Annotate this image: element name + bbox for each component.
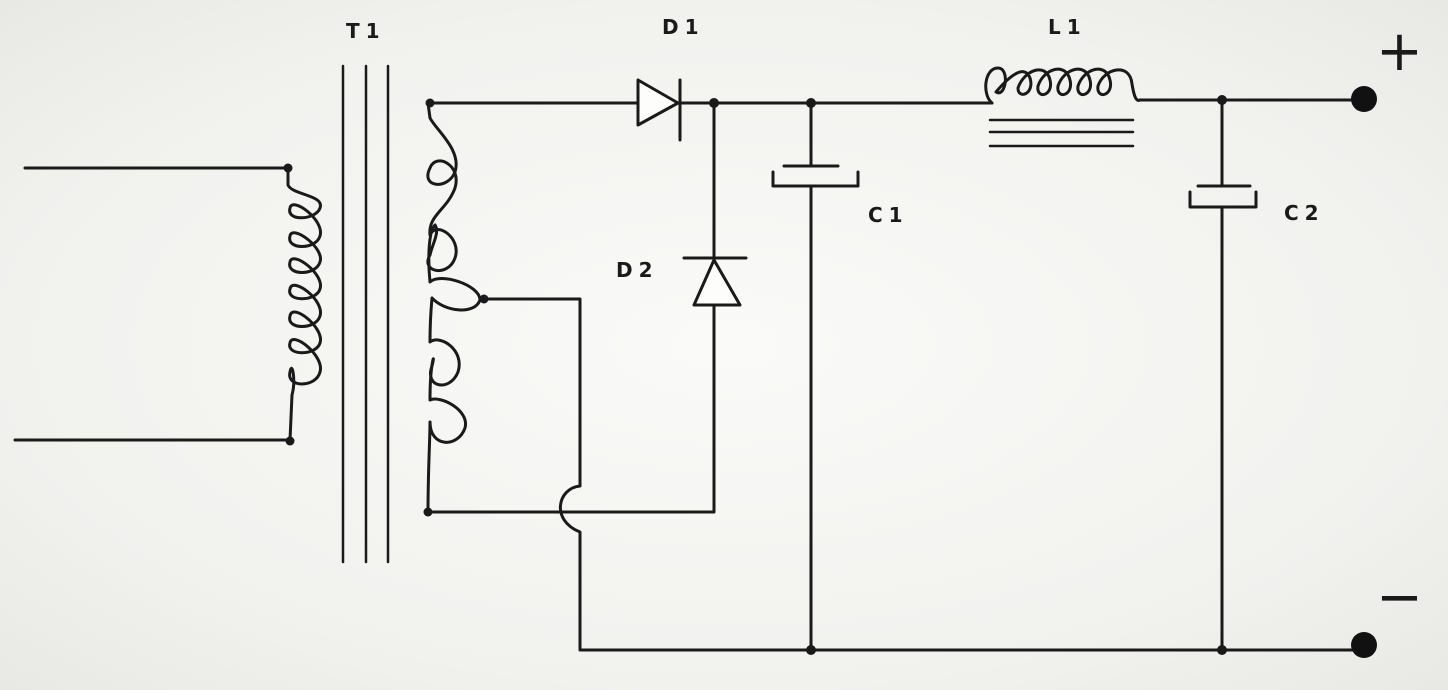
secondary-bottom-wire [426, 303, 716, 514]
diode-d1 [636, 78, 682, 142]
diode-d2 [682, 256, 748, 307]
label-positive: + [1376, 19, 1423, 84]
inductor-l1 [984, 66, 1142, 105]
label-c1: C1 [868, 203, 909, 227]
center-tap-wire [482, 297, 1364, 652]
secondary-winding [426, 101, 482, 514]
label-c2: C2 [1284, 201, 1325, 225]
inductor-core [988, 118, 1135, 148]
label-l1: L1 [1048, 15, 1087, 39]
c1-bottom-node [806, 645, 816, 655]
label-t1: T1 [346, 19, 386, 43]
label-d2: D2 [616, 258, 659, 282]
capacitor-c1 [771, 164, 860, 188]
label-d1: D1 [662, 15, 705, 39]
positive-terminal[interactable] [1351, 86, 1377, 112]
negative-terminal[interactable] [1351, 632, 1377, 658]
capacitor-c2 [1188, 184, 1258, 209]
label-negative: − [1376, 565, 1423, 630]
primary-input-wires [13, 166, 292, 442]
primary-node-top [283, 163, 293, 173]
primary-winding [286, 166, 322, 442]
transformer-core [341, 64, 390, 564]
primary-node-bottom [285, 436, 295, 446]
secondary-node-top [425, 98, 435, 108]
c2-bottom-node [1217, 645, 1227, 655]
